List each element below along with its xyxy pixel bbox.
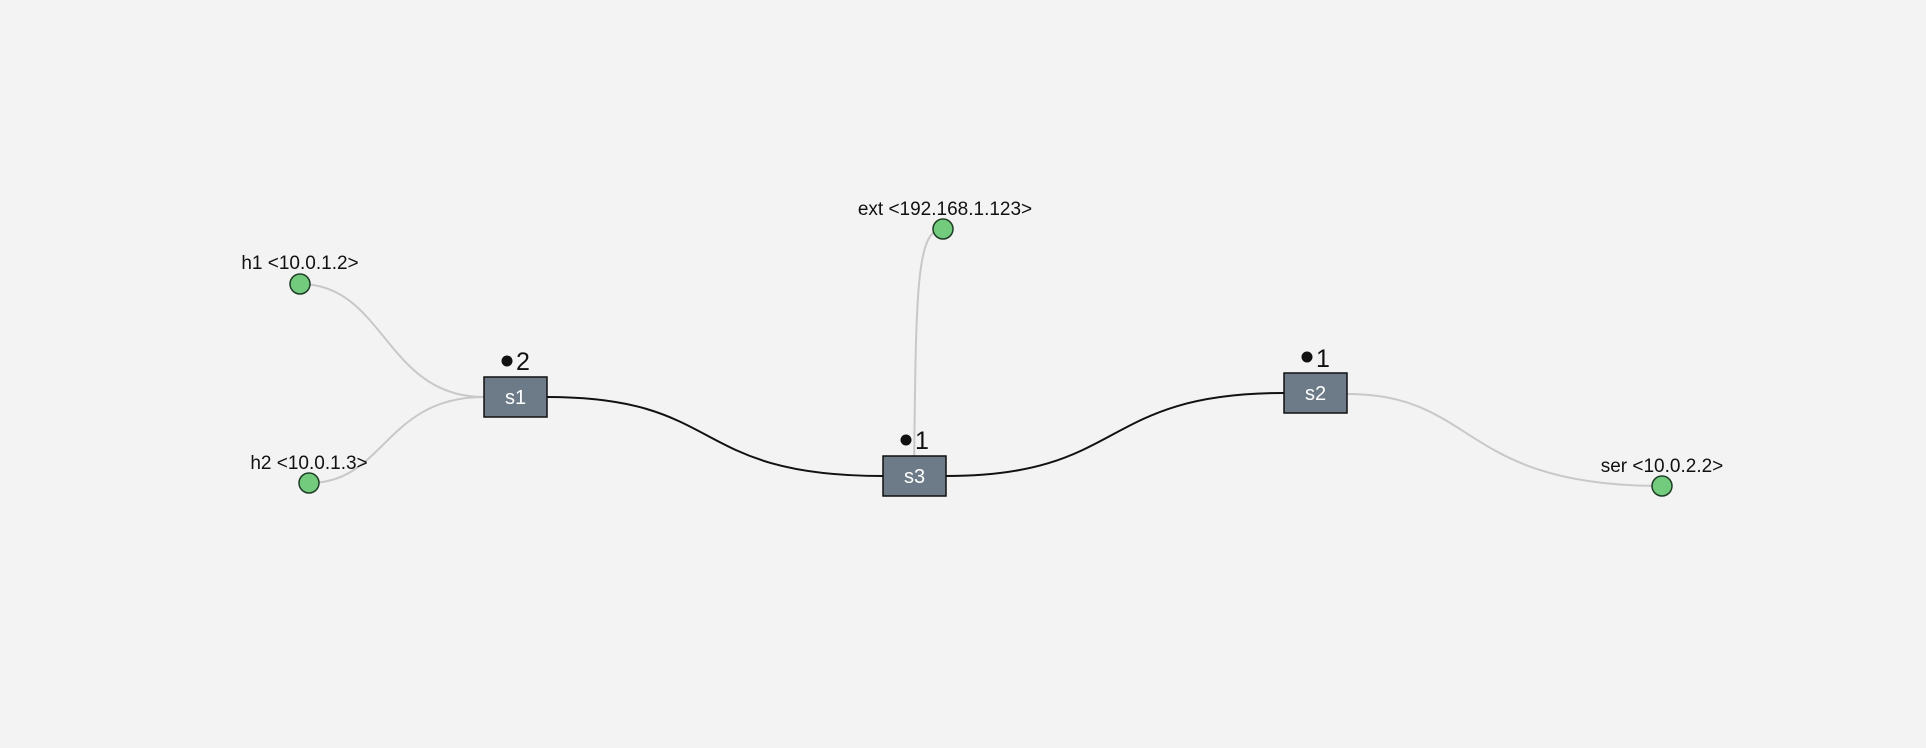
- host-label: h1 <10.0.1.2>: [241, 253, 358, 274]
- switch-label: s2: [1305, 383, 1326, 405]
- host-node-h1[interactable]: h1 <10.0.1.2>: [241, 253, 359, 295]
- switch-badge-count: 1: [915, 427, 929, 455]
- badge-dot-icon: [900, 434, 912, 446]
- host-label: ser <10.0.2.2>: [1601, 456, 1724, 477]
- switch-box: [483, 376, 548, 418]
- switch-badge-count: 2: [516, 348, 530, 376]
- host-node-ser[interactable]: ser <10.0.2.2>: [1601, 456, 1724, 497]
- link-s3-s2: [945, 392, 1285, 477]
- host-node-ext[interactable]: ext <192.168.1.123>: [858, 199, 1032, 240]
- switch-box: [882, 455, 947, 497]
- switch-label: s3: [904, 466, 925, 488]
- link-s1-s3: [546, 396, 884, 477]
- link-h2-s1: [308, 396, 485, 484]
- host-label: ext <192.168.1.123>: [858, 199, 1032, 220]
- switch-box: [1283, 372, 1348, 414]
- link-h1-s1: [299, 283, 485, 398]
- switch-node-s1[interactable]: s1 2: [483, 348, 548, 418]
- switch-label: s1: [505, 387, 526, 409]
- host-circle-icon: [289, 273, 311, 295]
- switch-node-s3[interactable]: s3 1: [882, 427, 947, 497]
- host-circle-icon: [298, 472, 320, 494]
- host-circle-icon: [1651, 475, 1673, 497]
- host-node-h2[interactable]: h2 <10.0.1.3>: [250, 453, 368, 494]
- host-label: h2 <10.0.1.3>: [250, 453, 367, 474]
- badge-dot-icon: [1301, 351, 1313, 363]
- link-ser-s2: [1346, 393, 1663, 487]
- switch-node-s2[interactable]: s2 1: [1283, 345, 1348, 414]
- host-circle-icon: [932, 218, 954, 240]
- badge-dot-icon: [501, 355, 513, 367]
- switch-badge-count: 1: [1316, 345, 1330, 373]
